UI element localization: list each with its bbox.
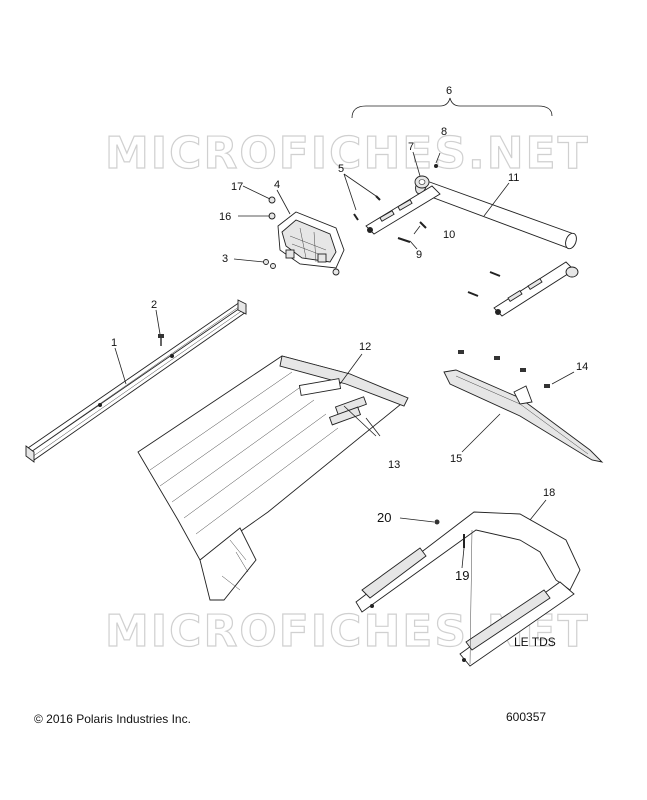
callout-15: 15 — [450, 453, 462, 465]
callout-2: 2 — [151, 299, 157, 311]
part-15-pad — [443, 369, 604, 463]
fasteners-16-17 — [268, 196, 340, 276]
part-10-arm-lower — [493, 261, 575, 317]
diagram-number: 600357 — [506, 710, 547, 724]
callout-14: 14 — [576, 361, 588, 373]
callout-18: 18 — [543, 487, 555, 499]
part-10-arm-upper — [365, 185, 441, 235]
callout-20: 20 — [377, 510, 391, 525]
model-note: LE TDS — [514, 635, 556, 649]
callout-labels: 1 2 3 4 5 6 7 8 9 10 11 12 13 14 15 16 1… — [111, 85, 588, 583]
callout-9: 9 — [416, 249, 422, 261]
part-1-rail — [25, 299, 247, 463]
callout-11: 11 — [508, 172, 519, 184]
callout-13: 13 — [388, 459, 400, 471]
callout-5: 5 — [338, 163, 344, 175]
callout-17: 17 — [231, 181, 243, 193]
callout-10: 10 — [443, 229, 455, 241]
leader-lines — [114, 151, 575, 569]
part-3-washer — [263, 259, 276, 269]
callout-3: 3 — [222, 253, 228, 265]
callout-7: 7 — [408, 141, 414, 153]
callout-16: 16 — [219, 211, 231, 223]
part-11-tube — [415, 177, 577, 250]
callout-12: 12 — [359, 341, 371, 353]
part-18-rack — [355, 511, 581, 667]
callout-8: 8 — [441, 126, 447, 138]
callout-19: 19 — [455, 568, 469, 583]
callout-6: 6 — [446, 85, 452, 97]
part-14-screws — [458, 350, 550, 388]
part-19-20-fasteners — [434, 519, 465, 548]
callout-4: 4 — [274, 179, 280, 191]
copyright: © 2016 Polaris Industries Inc. — [34, 712, 191, 726]
part-7-bushing — [414, 175, 579, 278]
callout-1: 1 — [111, 337, 117, 349]
part-12-cargo-bed — [137, 355, 409, 601]
part-2-screw — [158, 334, 164, 346]
part-4-bracket — [277, 211, 345, 269]
group-bracket — [351, 97, 553, 119]
watermark-top: MICROFICHES.NET — [105, 128, 590, 179]
bolts-5-8-9 — [353, 164, 501, 297]
